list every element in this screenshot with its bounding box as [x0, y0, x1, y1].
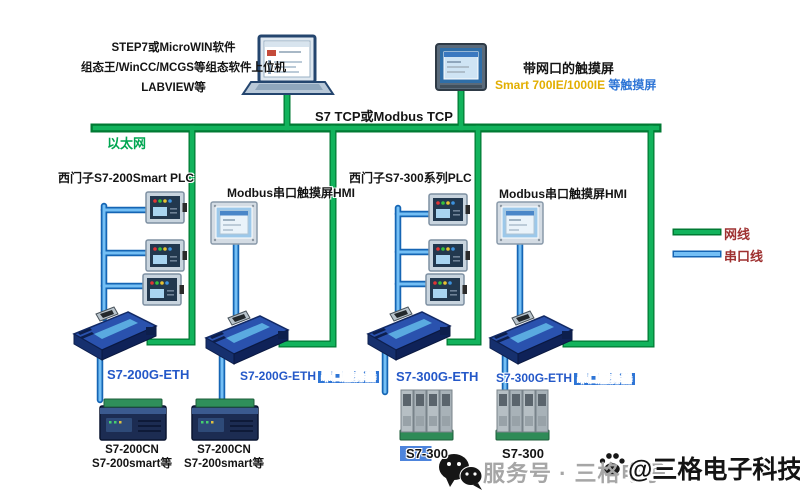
group-label-2: Modbus串口触摸屏HMI	[227, 186, 355, 200]
software-line2: 组态王/WinCC/MCGS等组态软件上位机	[81, 62, 286, 74]
plc-model-line2: S7-200smart等	[92, 458, 172, 470]
plc-panel	[425, 273, 468, 306]
hmi-top-model-label: Smart 700IE/1000IE 等触摸屏	[495, 76, 656, 93]
bottom-plc-label-2: S7-200CN S7-200smart等	[178, 443, 270, 471]
ethernet-name-label: 以太网	[107, 136, 147, 151]
paw-icon	[598, 451, 627, 477]
plc-panel	[142, 273, 185, 306]
plc-panel	[145, 239, 188, 272]
software-line3: LABVIEW等	[141, 82, 206, 94]
ethernet-protocol-label: S7 TCP或Modbus TCP	[315, 109, 453, 124]
gateway-tag: 串口服务器	[574, 373, 636, 385]
group-label-1: 西门子S7-200Smart PLC	[58, 171, 195, 185]
bottom-plc-label-3: S7-300	[400, 446, 454, 461]
plc-panel	[428, 239, 471, 272]
watermark-wechat-text: 服务号 · 三格电子	[483, 461, 667, 486]
plc-model-line1: S7-200CN	[197, 444, 251, 456]
serial-cables	[96, 202, 524, 404]
group-label-3: 西门子S7-300系列PLC	[349, 171, 472, 185]
serial-gateway	[73, 306, 157, 361]
hmi-model-suffix: 等触摸屏	[608, 78, 657, 92]
group-label-4: Modbus串口触摸屏HMI	[499, 187, 627, 201]
plc-panel	[428, 193, 471, 226]
watermark-brand-text: @三格电子科技	[628, 456, 800, 484]
gateway-model: S7-300G-ETH	[496, 371, 573, 385]
gateway-label-3: S7-300G-ETH	[396, 369, 479, 384]
hmi-model-text: Smart 700IE/1000IE	[495, 78, 606, 92]
legend-swatches	[672, 228, 722, 258]
plc-s7-200	[191, 398, 259, 441]
legend-serial-label: 串口线	[724, 249, 764, 264]
bottom-plc-label-4: S7-300	[502, 446, 544, 461]
gateway-label-1: S7-200G-ETH	[107, 367, 190, 382]
plc-s7-300-rack	[399, 389, 454, 441]
serial-hmi	[210, 201, 258, 245]
plc-s7-300-rack	[495, 389, 550, 441]
plc-model-line1: S7-200CN	[105, 444, 159, 456]
laptop-computer	[241, 34, 335, 95]
bottom-plc-label-1: S7-200CN S7-200smart等	[86, 443, 178, 471]
plc-panel	[145, 191, 188, 224]
host-software-label: STEP7或MicroWIN软件 组态王/WinCC/MCGS等组态软件上位机 …	[81, 38, 286, 98]
serial-gateway	[205, 310, 289, 365]
hmi-touchscreen-top	[435, 43, 487, 91]
serial-gateway	[367, 306, 451, 361]
hmi-top-label: 带网口的触摸屏	[523, 61, 615, 76]
plc-model-line2: S7-200smart等	[184, 458, 264, 470]
gateway-model: S7-200G-ETH	[240, 369, 317, 383]
gateway-tag: 串口服务器	[318, 371, 380, 383]
ethernet-cables	[90, 82, 662, 348]
software-line1: STEP7或MicroWIN软件	[111, 42, 236, 54]
plc-s7-200	[99, 398, 167, 441]
serial-hmi	[496, 201, 544, 245]
legend-ethernet-label: 网线	[724, 227, 751, 242]
